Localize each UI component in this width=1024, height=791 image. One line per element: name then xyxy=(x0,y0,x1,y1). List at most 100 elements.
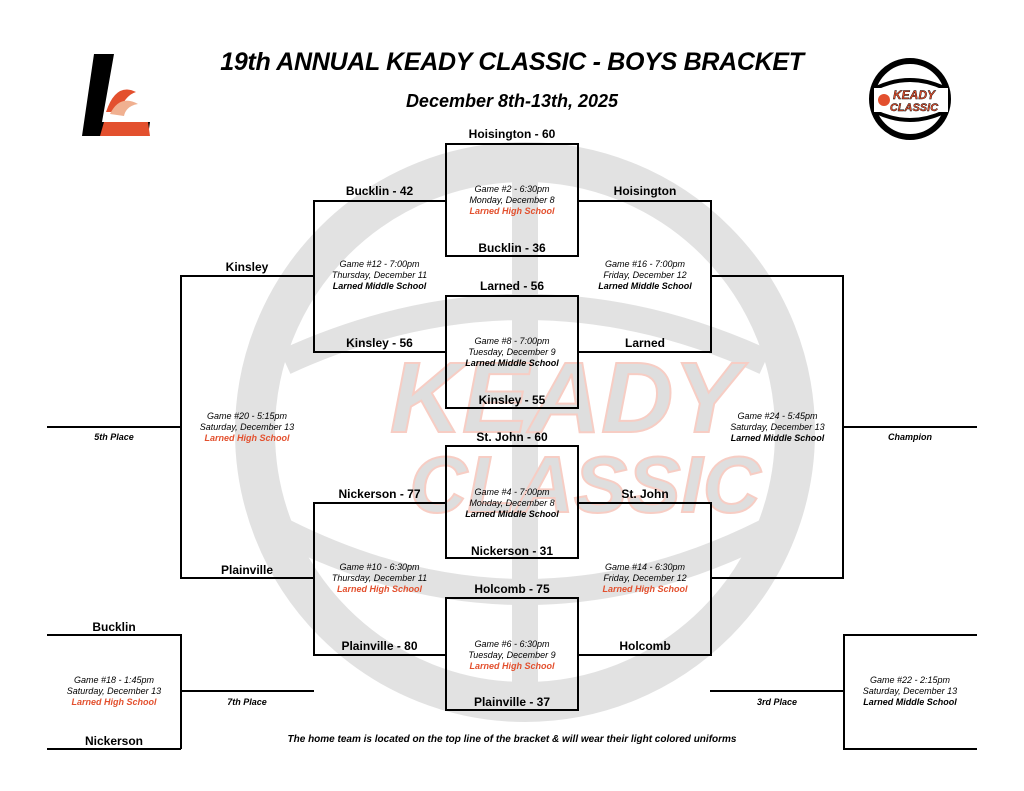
g20-info: Game #20 - 5:15pm Saturday, December 13 … xyxy=(180,411,314,444)
g14-top-line xyxy=(578,502,712,504)
g20-result-line xyxy=(47,426,181,428)
g10-vertical-line xyxy=(313,502,315,655)
g10-bottom-team: Plainville - 80 xyxy=(341,639,418,653)
g16-top-line xyxy=(578,200,712,202)
g10-bottom-line xyxy=(313,654,446,656)
g24-top-line xyxy=(711,275,844,277)
g16-venue: Larned Middle School xyxy=(598,281,692,291)
g10-game-time: Game #10 - 6:30pm xyxy=(339,562,420,572)
g4-date: Monday, December 8 xyxy=(469,498,555,508)
g6-venue: Larned High School xyxy=(469,661,555,671)
g20-bottom-line xyxy=(180,577,314,579)
g8-venue: Larned Middle School xyxy=(465,358,559,368)
keady-classic-logo: KEADY CLASSIC xyxy=(869,58,951,140)
g20-top-team: Kinsley xyxy=(225,260,269,274)
seventh-place-label: 7th Place xyxy=(227,697,267,707)
g8-bottom-team: Kinsley - 55 xyxy=(478,393,546,407)
svg-text:KEADY: KEADY xyxy=(893,88,936,102)
g14-info: Game #14 - 6:30pm Friday, December 12 La… xyxy=(578,562,712,595)
g18-top-line xyxy=(47,634,181,636)
home-team-note: The home team is located on the top line… xyxy=(287,734,737,745)
champion-label: Champion xyxy=(888,432,932,442)
g18-result-line xyxy=(180,690,314,692)
g20-vertical-line xyxy=(180,275,182,578)
g2-venue: Larned High School xyxy=(469,206,555,216)
g12-top-line xyxy=(313,200,446,202)
g16-top-team: Hoisington xyxy=(613,184,677,198)
g22-venue: Larned Middle School xyxy=(863,697,957,707)
g2-top-team: Hoisington - 60 xyxy=(468,127,556,141)
g2-info: Game #2 - 6:30pm Monday, December 8 Larn… xyxy=(445,184,579,217)
g22-top-line xyxy=(843,634,977,636)
g14-top-team: St. John xyxy=(621,487,669,501)
svg-text:CLASSIC: CLASSIC xyxy=(890,102,939,114)
g12-date: Thursday, December 11 xyxy=(331,270,428,280)
g16-bottom-team: Larned xyxy=(624,336,665,350)
g16-date: Friday, December 12 xyxy=(603,270,687,280)
g14-date: Friday, December 12 xyxy=(603,573,687,583)
g2-game-time: Game #2 - 6:30pm xyxy=(474,184,550,194)
g6-bottom-team: Plainville - 37 xyxy=(473,695,551,709)
g8-top-team: Larned - 56 xyxy=(479,279,545,293)
g22-date: Saturday, December 13 xyxy=(862,686,958,696)
g10-top-team: Nickerson - 77 xyxy=(338,487,421,501)
g22-result-line xyxy=(710,690,844,692)
bracket-dates: December 8th-13th, 2025 xyxy=(405,91,619,111)
g12-info: Game #12 - 7:00pm Thursday, December 11 … xyxy=(313,259,446,292)
g22-vertical-line xyxy=(843,634,845,749)
g18-venue: Larned High School xyxy=(71,697,157,707)
g20-top-line xyxy=(180,275,314,277)
g8-game-time: Game #8 - 7:00pm xyxy=(474,336,550,346)
g4-game-time: Game #4 - 7:00pm xyxy=(474,487,550,497)
g10-info: Game #10 - 6:30pm Thursday, December 11 … xyxy=(313,562,446,595)
g12-vertical-line xyxy=(313,200,315,352)
g20-venue: Larned High School xyxy=(204,433,290,443)
g14-bottom-line xyxy=(578,654,712,656)
larned-logo xyxy=(82,54,150,136)
fifth-place-label: 5th Place xyxy=(94,432,134,442)
g14-venue: Larned High School xyxy=(602,584,688,594)
g4-bottom-team: Nickerson - 31 xyxy=(470,544,554,558)
g20-bottom-team: Plainville xyxy=(220,563,274,577)
g16-game-time: Game #16 - 7:00pm xyxy=(604,259,686,269)
g18-info: Game #18 - 1:45pm Saturday, December 13 … xyxy=(47,675,181,708)
g10-top-line xyxy=(313,502,446,504)
g6-date: Tuesday, December 9 xyxy=(468,650,556,660)
g18-date: Saturday, December 13 xyxy=(66,686,162,696)
g24-game-time: Game #24 - 5:45pm xyxy=(737,411,818,421)
g12-bottom-team: Kinsley - 56 xyxy=(346,336,413,350)
g18-bottom-line xyxy=(47,748,181,750)
g22-info: Game #22 - 2:15pm Saturday, December 13 … xyxy=(843,675,977,708)
g22-game-time: Game #22 - 2:15pm xyxy=(869,675,951,685)
g16-bottom-line xyxy=(578,351,712,353)
g6-game-time: Game #6 - 6:30pm xyxy=(474,639,550,649)
g24-result-line xyxy=(843,426,977,428)
g4-venue: Larned Middle School xyxy=(465,509,559,519)
third-place-label: 3rd Place xyxy=(756,697,798,707)
g14-bottom-team: Holcomb xyxy=(619,639,671,653)
g18-top-team: Bucklin xyxy=(92,620,136,634)
g10-venue: Larned High School xyxy=(336,584,422,594)
g8-info: Game #8 - 7:00pm Tuesday, December 9 Lar… xyxy=(445,336,579,369)
g18-game-time: Game #18 - 1:45pm xyxy=(73,675,155,685)
bracket-title: 19th ANNUAL KEADY CLASSIC - BOYS BRACKET xyxy=(220,48,804,76)
g4-top-team: St. John - 60 xyxy=(476,430,548,444)
g22-bottom-line xyxy=(843,748,977,750)
g24-bottom-line xyxy=(711,577,844,579)
g2-bottom-team: Bucklin - 36 xyxy=(478,241,546,255)
g2-date: Monday, December 8 xyxy=(469,195,555,205)
g14-game-time: Game #14 - 6:30pm xyxy=(604,562,686,572)
g10-date: Thursday, December 11 xyxy=(331,573,428,583)
g20-date: Saturday, December 13 xyxy=(199,422,295,432)
g6-info: Game #6 - 6:30pm Tuesday, December 9 Lar… xyxy=(445,639,579,672)
g12-venue: Larned Middle School xyxy=(332,281,427,291)
g12-bottom-line xyxy=(313,351,446,353)
g24-info: Game #24 - 5:45pm Saturday, December 13 … xyxy=(711,411,844,444)
g24-date: Saturday, December 13 xyxy=(730,422,825,432)
g8-date: Tuesday, December 9 xyxy=(468,347,556,357)
g6-top-team: Holcomb - 75 xyxy=(474,582,550,596)
g24-venue: Larned Middle School xyxy=(730,433,825,443)
g12-game-time: Game #12 - 7:00pm xyxy=(339,259,420,269)
g20-game-time: Game #20 - 5:15pm xyxy=(206,411,288,421)
g4-info: Game #4 - 7:00pm Monday, December 8 Larn… xyxy=(445,487,579,520)
